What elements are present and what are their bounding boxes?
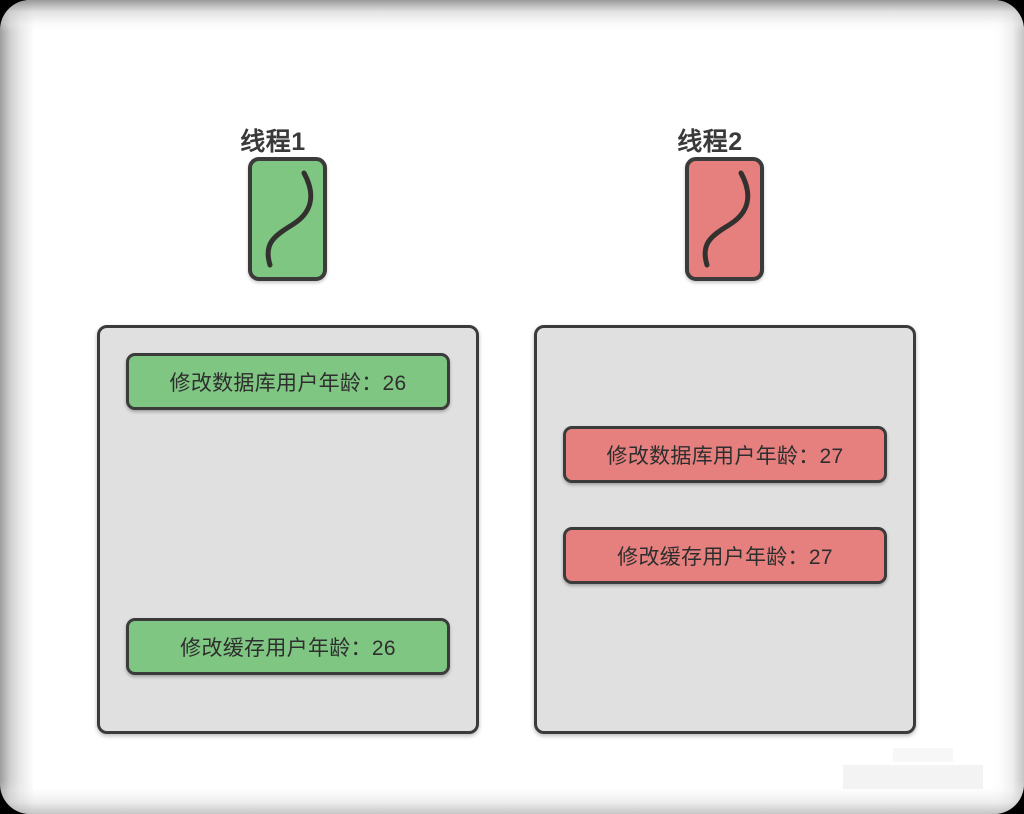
thread-1-operation-1[interactable]: 修改缓存用户年龄：26 (126, 618, 450, 675)
thread-2-icon (685, 157, 764, 281)
thread-1-operation-0[interactable]: 修改数据库用户年龄：26 (126, 353, 450, 410)
thread-column-2: 线程2 修改数据库用户年龄：27 修改缓存用户年龄：27 (470, 30, 950, 789)
thread-2-panel: 修改数据库用户年龄：27 修改缓存用户年龄：27 (534, 325, 916, 734)
thread-1-panel: 修改数据库用户年龄：26 修改缓存用户年龄：26 (97, 325, 479, 734)
thread-2-operation-0[interactable]: 修改数据库用户年龄：27 (563, 426, 887, 483)
thread-2-operation-1[interactable]: 修改缓存用户年龄：27 (563, 527, 887, 584)
thread-1-title: 线程1 (240, 128, 306, 156)
thread-1-icon (248, 157, 327, 281)
thread-2-title: 线程2 (677, 128, 743, 156)
diagram-canvas: 线程1 修改数据库用户年龄：26 修改缓存用户年龄：26 线程2 修改数据库用 (33, 30, 991, 789)
thread-column-1: 线程1 修改数据库用户年龄：26 修改缓存用户年龄：26 (33, 30, 513, 789)
